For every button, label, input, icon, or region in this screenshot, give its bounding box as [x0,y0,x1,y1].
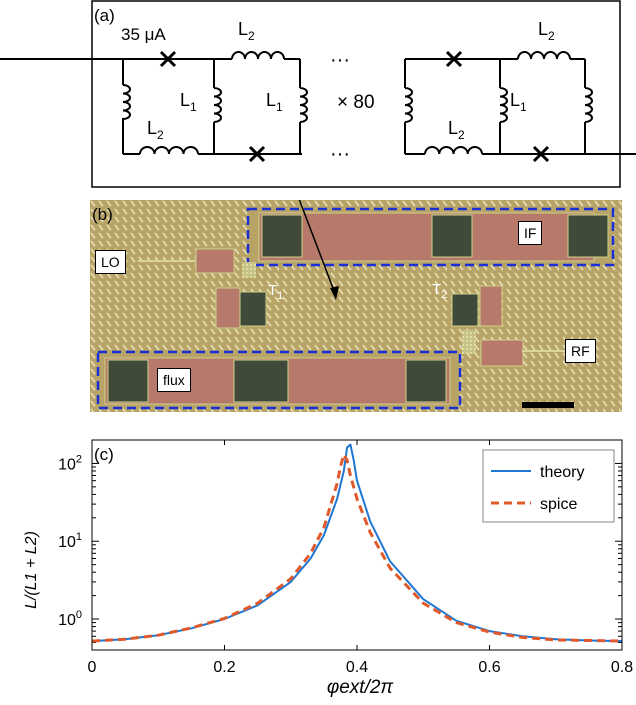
y-tick-label: 102 [58,453,82,473]
series-line-spice [91,453,623,643]
if-port-label: IF [518,221,543,245]
panel-c-tag: (c) [94,445,114,464]
legend-box [482,449,615,523]
josephson-junction-crosses [159,50,550,163]
y-tick-label: 101 [58,531,82,551]
circuit-schematic-panel: (a) 35 μA L2 L1 L1 L2 ··· × 80 ··· L2 L1… [0,0,636,200]
x-tick-label: 0.4 [346,659,368,676]
plot-frame [91,439,623,651]
lo-port-label: LO [95,250,126,274]
arrow-head [330,286,339,300]
x-tick-label: 0.6 [478,659,500,676]
t1-label: T1 [268,282,283,302]
device-micrograph-panel: (b) T1 T2 LO IF RF flux [90,169,622,412]
if-pad-strip [258,212,595,262]
ellipsis-bottom: ··· [330,143,350,165]
ellipsis-top: ··· [330,49,350,71]
horizontal-inductor-coils [139,51,571,155]
legend: theory spice [482,449,615,523]
rf-pad [480,339,524,367]
x-tick-label: 0.2 [213,659,235,676]
y-tick-label: 100 [58,609,82,629]
x-tick-label: 0.8 [611,659,633,676]
lo-pad [195,248,235,274]
t2-square [451,293,479,327]
if-square-3 [567,214,609,258]
if-square-2 [431,214,473,258]
bias-current-label: 35 μA [121,25,166,44]
l2-label-bottom: L2 [147,118,164,142]
circuit-diagram: (a) 35 μA L2 L1 L1 L2 ··· × 80 ··· L2 L1… [0,0,636,188]
t1-junction-array [242,262,256,278]
y-axis-label: L/(L1 + L2) [23,531,40,609]
l2-label-top-right: L2 [538,19,555,43]
legend-theory-label: theory [540,464,584,481]
t2-label: T2 [432,281,447,301]
panel-b-tag: (b) [92,205,113,224]
t1-pad [215,287,241,329]
schematic-frame [91,0,621,188]
tick-labels: 0 0.2 0.4 0.6 0.8 100 101 102 [58,453,633,676]
panel-a-tag: (a) [94,6,115,25]
series-layer [91,443,623,643]
x-axis-label: φext/2π [327,677,395,698]
l2-label-bottom-right: L2 [448,118,465,142]
scale-bar [522,402,574,408]
l2-label-top: L2 [238,19,255,43]
t2-pad [479,285,503,327]
flux-square-2 [233,359,289,403]
l1-label-right: L1 [510,90,527,114]
flux-port-label: flux [157,368,191,392]
vertical-inductor-coils [122,84,593,123]
l1-label-mid: L1 [266,90,283,114]
x-tick-label: 0 [88,659,97,676]
l1-label-left: L1 [180,90,197,114]
legend-spice-label: spice [540,496,577,513]
t1-square [239,291,267,327]
repeat-label: × 80 [337,92,375,113]
t2-junction-array [462,330,476,354]
rf-port-label: RF [565,339,596,363]
flux-square-3 [405,359,447,403]
flux-square-1 [107,359,149,403]
if-square-1 [261,214,303,258]
